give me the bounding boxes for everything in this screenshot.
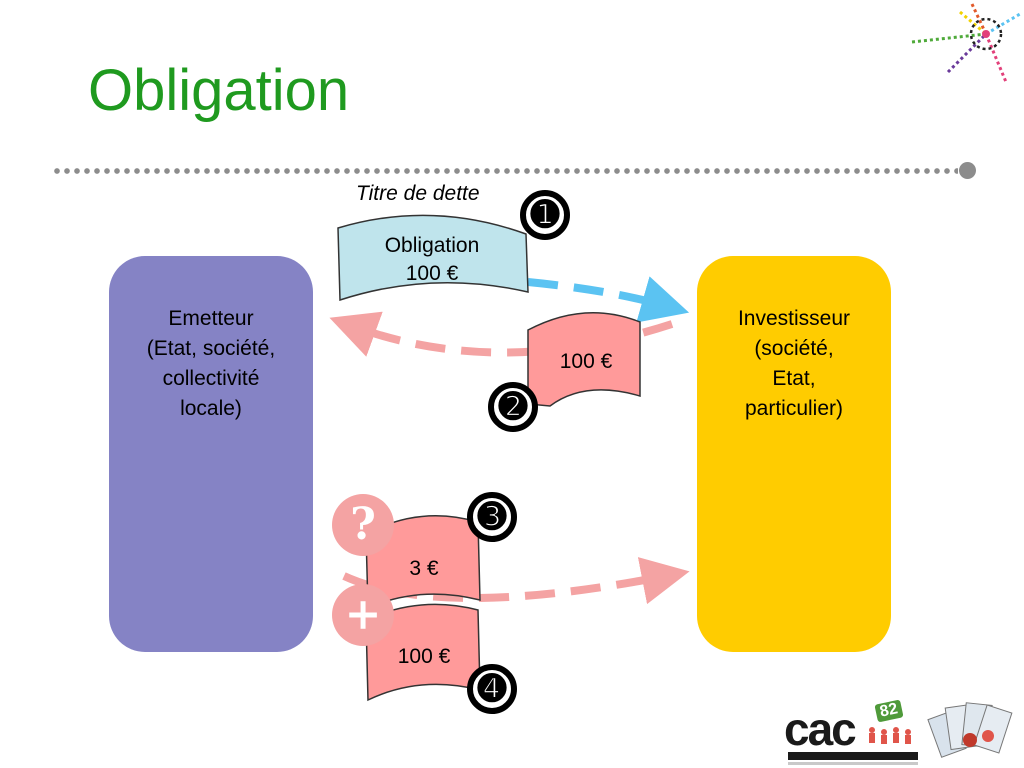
- repayment-label: 100 €: [397, 645, 451, 668]
- dotted-divider: [52, 168, 958, 174]
- step-3-badge: ➌: [467, 492, 517, 542]
- logo-name: cac: [784, 703, 857, 755]
- bond-caption: Titre de dette: [356, 182, 480, 205]
- investor-box: Investisseur (société, Etat, particulier…: [697, 256, 891, 652]
- emitter-box: Emetteur (Etat, société, collectivité lo…: [109, 256, 313, 652]
- question-icon: ?: [332, 494, 394, 556]
- cac-logo: cac 82: [784, 699, 1024, 768]
- payment-label: 100 €: [559, 350, 613, 373]
- playing-cards-icon: [869, 702, 1013, 758]
- logo-strip: [788, 752, 918, 760]
- logo-strip-line: [788, 762, 918, 765]
- step-4-badge: ➍: [467, 664, 517, 714]
- plus-icon: +: [332, 584, 394, 646]
- bond-arrow: [527, 276, 690, 323]
- interest-label: 3 €: [409, 557, 439, 580]
- bond-label: Obligation 100 €: [384, 234, 480, 285]
- payment-document: [527, 311, 641, 407]
- step-1-badge: ➊: [520, 190, 570, 240]
- bond-document: [337, 214, 529, 302]
- step-2-badge: ➋: [488, 382, 538, 432]
- divider-end-dot: [959, 162, 976, 179]
- interest-document: [365, 514, 481, 610]
- slide-title: Obligation: [88, 58, 350, 123]
